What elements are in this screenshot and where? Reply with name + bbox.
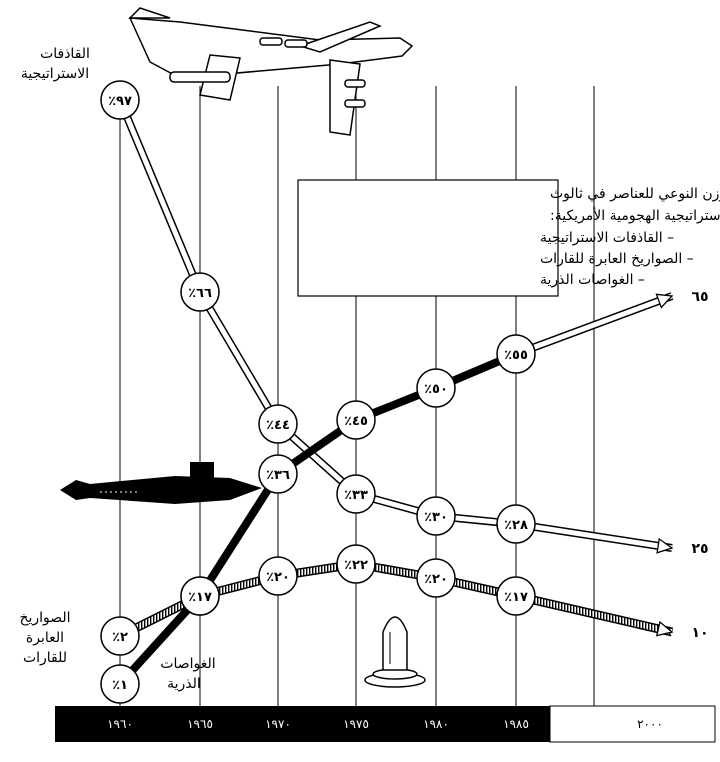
x-tick-label: ١٩٨٥ bbox=[503, 717, 529, 731]
legend-title-line-2: القوات الاستراتيجية الهجومية الأمريكية: bbox=[550, 206, 720, 224]
value-label: ٪٣٦ bbox=[266, 468, 290, 483]
legend-item-icbm: – الصواريخ العابرة للقارات bbox=[540, 251, 694, 267]
series-label-icbm-2: العابرة bbox=[26, 630, 64, 646]
series-label-icbm-3: للقارات bbox=[23, 650, 67, 666]
x-tick-label: ١٩٦٥ bbox=[187, 717, 213, 731]
x-tick-labels: ١٩٦٠ ١٩٦٥ ١٩٧٠ ١٩٧٥ ١٩٨٠ ١٩٨٥ ٢٠٠٠ bbox=[107, 717, 663, 731]
value-label: ٪٣٣ bbox=[344, 488, 368, 503]
value-label: ٪٢ bbox=[112, 630, 128, 645]
legend-title-line-1: الوزن النوعي للعناصر في ثالوث bbox=[550, 186, 720, 202]
value-label: ٪٥٠ bbox=[424, 382, 448, 397]
value-marker bbox=[496, 504, 536, 544]
value-label: ٪٦٦ bbox=[188, 286, 212, 301]
value-marker bbox=[258, 404, 298, 444]
value-label: ٪٩٧ bbox=[108, 94, 132, 109]
x-tick-label: ١٩٨٠ bbox=[423, 717, 449, 731]
value-marker bbox=[496, 576, 536, 616]
value-marker bbox=[100, 664, 140, 704]
series-label-icbm-1: الصواريخ bbox=[19, 610, 70, 626]
legend-item-subs: – الغواصات الذرية bbox=[540, 272, 645, 288]
x-tick-label: ١٩٧٠ bbox=[265, 717, 291, 731]
projection-label: ١٠ bbox=[691, 625, 708, 641]
x-tick-label: ١٩٦٠ bbox=[107, 717, 133, 731]
value-label: ٪٣٠ bbox=[424, 510, 448, 525]
value-label: ٪٢٢ bbox=[344, 558, 368, 573]
arrowhead-1 bbox=[655, 620, 674, 637]
value-label: ٪٢٠ bbox=[266, 570, 290, 585]
value-label: ٪١ bbox=[112, 678, 128, 693]
value-marker bbox=[100, 80, 140, 120]
value-marker bbox=[258, 454, 298, 494]
value-markers: ٪٩٧٪٦٦٪٤٤٪٣٣٪٣٠٪٢٨٪٢٪١٧٪٢٠٪٢٢٪٢٠٪١٧٪١٪١٧… bbox=[100, 80, 536, 704]
series-label-bombers-1: القاذفات bbox=[40, 46, 90, 62]
x-axis bbox=[55, 705, 716, 743]
value-label: ٪٤٤ bbox=[266, 418, 290, 433]
value-marker bbox=[258, 556, 298, 596]
value-marker bbox=[416, 558, 456, 598]
value-marker bbox=[180, 576, 220, 616]
value-marker bbox=[336, 544, 376, 584]
arrowhead-0 bbox=[656, 537, 674, 554]
value-marker bbox=[416, 368, 456, 408]
value-label: ٪٥٥ bbox=[504, 348, 528, 363]
value-marker bbox=[496, 334, 536, 374]
value-label: ٪١٧ bbox=[504, 590, 528, 605]
value-marker bbox=[416, 496, 456, 536]
value-marker bbox=[100, 616, 140, 656]
missile-silo-icon bbox=[364, 616, 426, 688]
value-marker bbox=[180, 272, 220, 312]
x-tick-label: ٢٠٠٠ bbox=[637, 717, 663, 731]
value-label: ٪٢٨ bbox=[504, 518, 528, 533]
series-label-subs-2: الذرية bbox=[167, 676, 201, 692]
submarine-icon bbox=[60, 462, 262, 504]
arrowhead-2 bbox=[655, 293, 674, 309]
series-subs-projection bbox=[515, 293, 673, 357]
value-label: ٪٢٠ bbox=[424, 572, 448, 587]
projection-labels: ٢٥ ١٠ ٦٥ bbox=[691, 289, 708, 641]
value-label: ٪١٧ bbox=[188, 590, 212, 605]
projection-label: ٢٥ bbox=[691, 541, 708, 557]
value-marker bbox=[336, 474, 376, 514]
x-tick-label: ١٩٧٥ bbox=[343, 717, 369, 731]
series-label-bombers-2: الاستراتيجية bbox=[21, 66, 89, 82]
value-marker bbox=[336, 400, 376, 440]
legend-item-bombers: – القاذفات الاستراتيجية bbox=[540, 230, 674, 246]
legend: الوزن النوعي للعناصر في ثالوث القوات الا… bbox=[297, 179, 720, 297]
bomber-aircraft-icon bbox=[128, 7, 414, 136]
series-label-subs-1: الغواصات bbox=[160, 656, 215, 672]
projection-label: ٦٥ bbox=[691, 289, 708, 305]
value-label: ٪٤٥ bbox=[344, 414, 368, 429]
